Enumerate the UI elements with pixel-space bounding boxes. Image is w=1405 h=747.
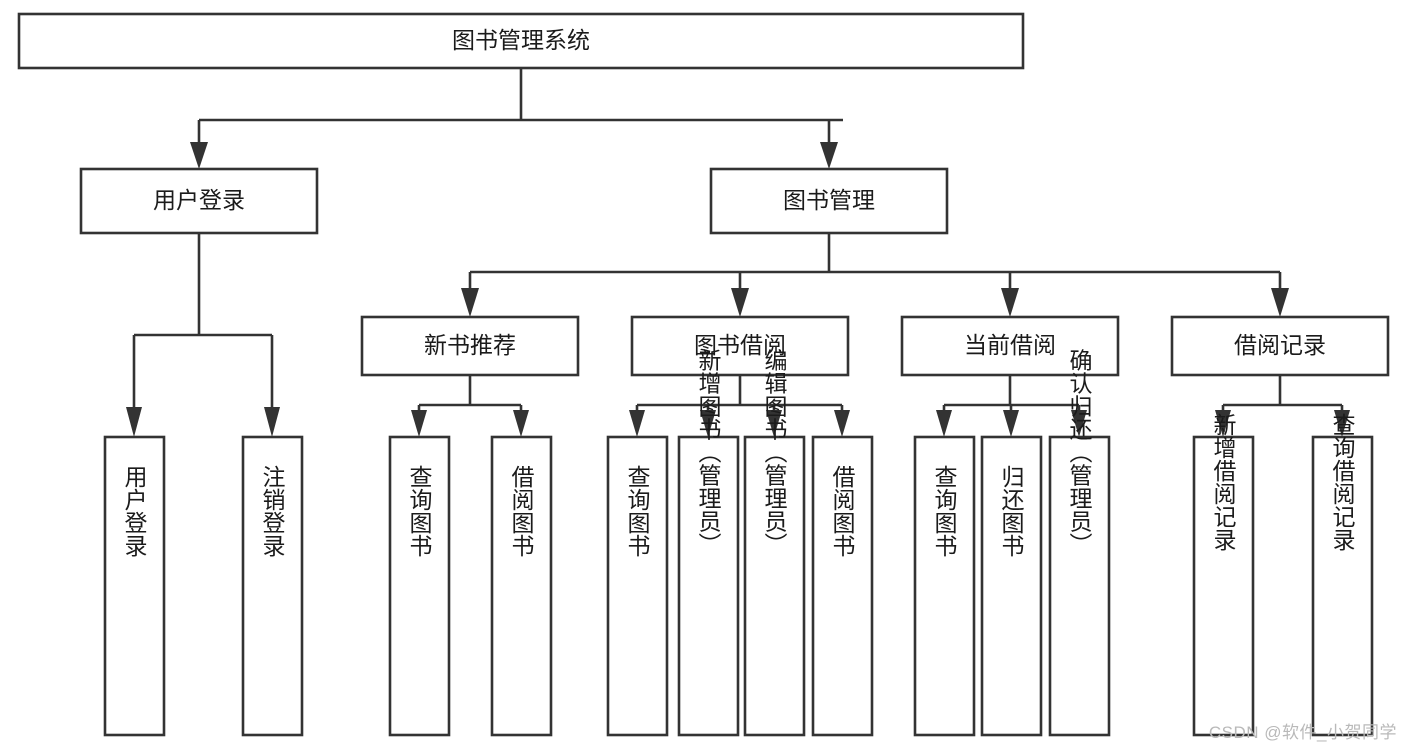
node-leaf-borrow-book-2[interactable]: 借阅图书 — [811, 435, 874, 737]
node-leaf-query-book-3-label: 查询图书 — [931, 465, 958, 557]
node-leaf-logout-login-box[interactable] — [241, 435, 304, 737]
node-leaf-query-book-1[interactable]: 查询图书 — [388, 435, 451, 737]
node-leaf-confirm-return-box[interactable] — [1048, 435, 1111, 737]
node-leaf-return-book-box[interactable] — [980, 435, 1043, 737]
connector-group-root — [190, 68, 843, 169]
node-root-box[interactable] — [17, 12, 1025, 70]
node-borrow-record-label: 借阅记录 — [1234, 332, 1326, 358]
node-book-manage[interactable]: 图书管理 — [709, 167, 949, 235]
node-current-borrow-box[interactable] — [900, 315, 1120, 377]
connector-group-book-borrow — [629, 375, 850, 437]
node-root-label: 图书管理系统 — [452, 27, 590, 53]
node-leaf-edit-book-box[interactable] — [743, 435, 806, 737]
node-leaf-borrow-book-1[interactable]: 借阅图书 — [490, 435, 553, 737]
node-leaf-return-book-label: 归还图书 — [998, 465, 1025, 557]
node-leaf-query-book-2[interactable]: 查询图书 — [606, 435, 669, 737]
node-leaf-borrow-book-1-label: 借阅图书 — [508, 465, 535, 557]
node-leaf-query-book-3[interactable]: 查询图书 — [913, 435, 976, 737]
arrow-head-book-borrow — [731, 288, 749, 317]
arrow-head-user-login — [190, 142, 208, 169]
node-book-borrow-box[interactable] — [630, 315, 850, 377]
arrow-head-new-book-rec — [461, 288, 479, 317]
node-current-borrow[interactable]: 当前借阅 — [900, 315, 1120, 377]
node-leaf-confirm-return[interactable]: 确认归还（管理员） — [1048, 349, 1111, 737]
node-leaf-user-login-label: 用户登录 — [121, 465, 148, 557]
connector-group-borrow-record — [1215, 375, 1350, 437]
arrow-head-leaf-return-book — [1003, 410, 1019, 437]
node-leaf-add-book-box[interactable] — [677, 435, 740, 737]
arrow-head-leaf-query-book-2 — [629, 410, 645, 437]
node-borrow-record[interactable]: 借阅记录 — [1170, 315, 1390, 377]
node-user-login-box[interactable] — [79, 167, 319, 235]
arrow-head-leaf-add-record — [1215, 410, 1231, 437]
node-leaf-add-record-label: 新增借阅记录 — [1210, 413, 1237, 551]
node-user-login[interactable]: 用户登录 — [79, 167, 319, 235]
node-root[interactable]: 图书管理系统 — [17, 12, 1025, 70]
arrow-head-leaf-borrow-book-2 — [834, 410, 850, 437]
node-new-book-rec-box[interactable] — [360, 315, 580, 377]
node-book-manage-label: 图书管理 — [783, 187, 875, 213]
arrow-head-leaf-add-book — [700, 410, 716, 437]
node-current-borrow-label: 当前借阅 — [964, 332, 1056, 358]
arrow-head-borrow-record — [1271, 288, 1289, 317]
connector-group-user-login — [126, 233, 280, 437]
node-leaf-borrow-book-1-box[interactable] — [490, 435, 553, 737]
connector-group-new-book-rec — [411, 375, 529, 437]
connector-group-book-manage — [461, 233, 1289, 317]
arrow-head-leaf-query-record — [1334, 410, 1350, 437]
node-leaf-user-login-box[interactable] — [103, 435, 166, 737]
arrow-head-leaf-user-login — [126, 407, 142, 437]
node-leaf-user-login[interactable]: 用户登录 — [103, 435, 166, 737]
node-leaf-add-book[interactable]: 新增图书（管理员） — [677, 349, 740, 737]
node-leaf-query-book-2-box[interactable] — [606, 435, 669, 737]
node-leaf-borrow-book-2-label: 借阅图书 — [829, 465, 856, 557]
connector-group-current-borrow — [936, 375, 1087, 437]
node-new-book-rec[interactable]: 新书推荐 — [360, 315, 580, 377]
arrow-head-book-manage — [820, 142, 838, 169]
arrow-head-leaf-query-book-1 — [411, 410, 427, 437]
node-book-borrow[interactable]: 图书借阅 — [630, 315, 850, 377]
node-leaf-return-book[interactable]: 归还图书 — [980, 435, 1043, 737]
node-leaf-add-book-label: 新增图书（管理员） — [695, 349, 722, 556]
node-borrow-record-box[interactable] — [1170, 315, 1390, 377]
node-leaf-query-record[interactable]: 查询借阅记录 — [1311, 413, 1374, 737]
arrow-head-current-borrow — [1001, 288, 1019, 317]
node-leaf-edit-book[interactable]: 编辑图书（管理员） — [743, 349, 806, 737]
node-user-login-label: 用户登录 — [153, 187, 245, 213]
node-leaf-logout-login[interactable]: 注销登录 — [241, 435, 304, 737]
arrow-head-leaf-logout-login — [264, 407, 280, 437]
node-leaf-query-book-1-box[interactable] — [388, 435, 451, 737]
arrow-head-leaf-query-book-3 — [936, 410, 952, 437]
node-leaf-edit-book-label: 编辑图书（管理员） — [761, 349, 788, 556]
node-leaf-confirm-return-label: 确认归还（管理员） — [1066, 349, 1093, 556]
node-leaf-query-book-2-label: 查询图书 — [624, 465, 651, 557]
node-leaf-add-record-box[interactable] — [1192, 435, 1255, 737]
node-leaf-query-book-3-box[interactable] — [913, 435, 976, 737]
arrow-head-leaf-borrow-book-1 — [513, 410, 529, 437]
arrow-head-leaf-edit-book — [766, 410, 782, 437]
node-leaf-add-record[interactable]: 新增借阅记录 — [1192, 413, 1255, 737]
node-leaf-logout-login-label: 注销登录 — [259, 465, 286, 557]
node-leaf-query-book-1-label: 查询图书 — [406, 465, 433, 557]
node-new-book-rec-label: 新书推荐 — [424, 332, 516, 358]
node-book-manage-box[interactable] — [709, 167, 949, 235]
node-leaf-query-record-label: 查询借阅记录 — [1329, 413, 1356, 551]
node-book-borrow-label: 图书借阅 — [694, 332, 786, 358]
node-leaf-query-record-box[interactable] — [1311, 435, 1374, 737]
node-leaf-borrow-book-2-box[interactable] — [811, 435, 874, 737]
arrow-head-leaf-confirm-return — [1071, 410, 1087, 437]
